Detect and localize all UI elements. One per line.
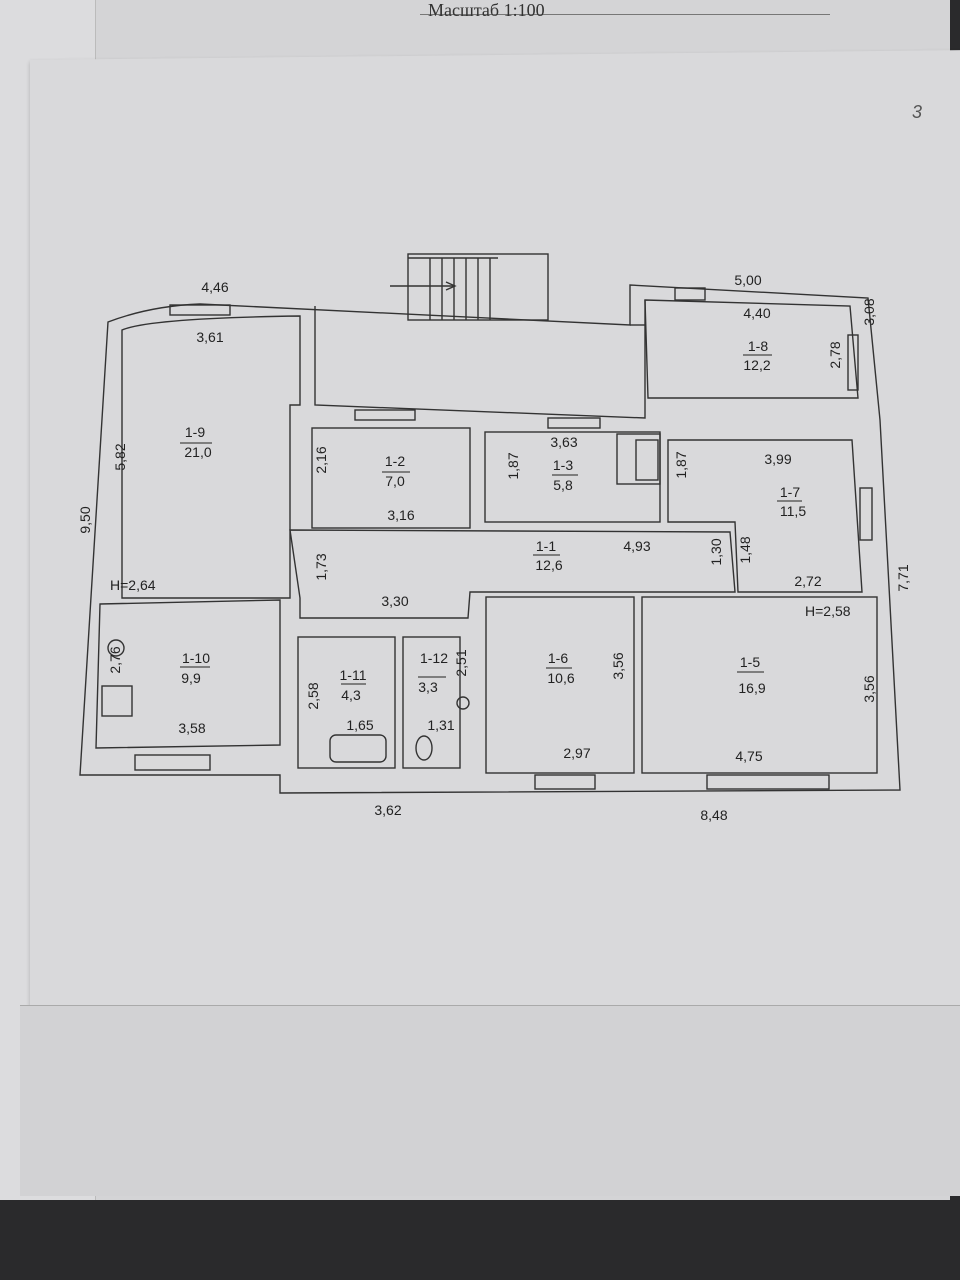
- page-number: 3: [912, 102, 923, 122]
- room-id: 1-6: [548, 650, 568, 666]
- window: [847, 334, 859, 391]
- window: [534, 774, 596, 790]
- window: [169, 304, 231, 316]
- dim: 8,48: [700, 807, 727, 823]
- dim: 3,16: [387, 507, 414, 523]
- bathtub-icon: [329, 734, 387, 763]
- room-area: 21,0: [184, 444, 211, 460]
- outer-walls: [79, 284, 901, 794]
- dim: 7,71: [895, 564, 911, 591]
- dim: 4,75: [735, 748, 762, 764]
- room-area: 3,3: [418, 679, 438, 695]
- room-area: 11,5: [780, 503, 806, 519]
- dim: 3,61: [196, 329, 223, 345]
- dim: 3,30: [381, 593, 408, 609]
- dim: 2,97: [563, 745, 590, 761]
- room-1-2-outline: [311, 427, 471, 529]
- dim: 3,62: [374, 802, 401, 818]
- dim: 3,56: [861, 675, 877, 702]
- room-id: 1-2: [385, 453, 405, 469]
- dim: 5,82: [112, 443, 128, 470]
- room-1-8-outline: [644, 299, 859, 399]
- dim: 2,76: [107, 646, 123, 673]
- room-1-10-outline: [95, 599, 281, 749]
- dim: 2,16: [313, 446, 329, 473]
- dim: 3,56: [610, 652, 626, 679]
- dim: 1,31: [427, 717, 454, 733]
- room-1-11-outline: [297, 636, 396, 769]
- room-id: 1-3: [553, 457, 573, 473]
- inner-rooms: [95, 287, 878, 790]
- room-area: 12,2: [743, 357, 770, 373]
- ceiling-height: H=2,64: [110, 577, 156, 593]
- dim: 4,93: [623, 538, 650, 554]
- room-1-1-outline: [289, 529, 736, 619]
- room-id: 1-11: [340, 667, 367, 683]
- dim: 1,87: [673, 451, 689, 478]
- window: [134, 754, 211, 771]
- ceiling-height: H=2,58: [805, 603, 851, 619]
- room-1-5-outline: [641, 596, 878, 774]
- room-1-12-outline: [402, 636, 461, 769]
- room-id: 1-12: [420, 650, 448, 666]
- dimension-labels: 4,46 3,61 5,82 9,50 H=2,64 2,16 3,16 1,7…: [77, 272, 911, 823]
- header-underline: [420, 14, 830, 15]
- dim: 9,50: [77, 506, 93, 533]
- entrance-stairs: [390, 253, 549, 321]
- dim: 2,78: [827, 341, 843, 368]
- window: [354, 409, 416, 421]
- dim: 1,30: [708, 538, 724, 565]
- stove-icon: [101, 685, 133, 717]
- room-1-4-outline: [616, 433, 661, 485]
- room-area: 5,8: [553, 477, 573, 493]
- boiler-icon: [107, 639, 125, 657]
- room-id: 1-5: [740, 654, 760, 670]
- room-area: 16,9: [738, 680, 765, 696]
- dim: 2,58: [305, 682, 321, 709]
- room-1-7-outline: [667, 439, 863, 593]
- window: [859, 487, 873, 541]
- radiator-icon: [635, 439, 659, 481]
- room-area: 10,6: [547, 670, 574, 686]
- dim: 1,48: [737, 536, 753, 563]
- door: [674, 287, 706, 301]
- room-area: 12,6: [535, 557, 562, 573]
- dim: 1,87: [505, 452, 521, 479]
- room-id: 1-8: [748, 338, 768, 354]
- dim: 4,40: [743, 305, 770, 321]
- toilet-icon: [415, 735, 433, 761]
- room-labels: 1-9 21,0 1-2 7,0 1-3 5,8 1-8 12,2 1-7 11,5 1-…: [180, 338, 806, 703]
- window: [547, 417, 601, 429]
- room-id: 1-10: [182, 650, 210, 666]
- dim: 3,08: [861, 298, 877, 325]
- dim: 1,65: [346, 717, 373, 733]
- scale-label: Масштаб 1:100: [428, 0, 545, 20]
- dim: 1,73: [313, 553, 329, 580]
- dim: 2,72: [794, 573, 821, 589]
- room-area: 4,3: [341, 687, 361, 703]
- room-area: 9,9: [181, 670, 201, 686]
- paper-bottom-sheet: [20, 1005, 960, 1196]
- room-id: 1-7: [780, 484, 800, 500]
- window: [706, 774, 830, 790]
- room-id: 1-1: [536, 538, 556, 554]
- dim: 3,99: [764, 451, 791, 467]
- dim: 5,00: [734, 272, 761, 288]
- sink-icon: [456, 696, 470, 710]
- room-1-6-outline: [485, 596, 635, 774]
- dim: 3,63: [550, 434, 577, 450]
- room-area: 7,0: [385, 473, 405, 489]
- dim: 3,58: [178, 720, 205, 736]
- dim: 2,51: [453, 649, 469, 676]
- room-id: 1-9: [185, 424, 205, 440]
- dim: 4,46: [201, 279, 228, 295]
